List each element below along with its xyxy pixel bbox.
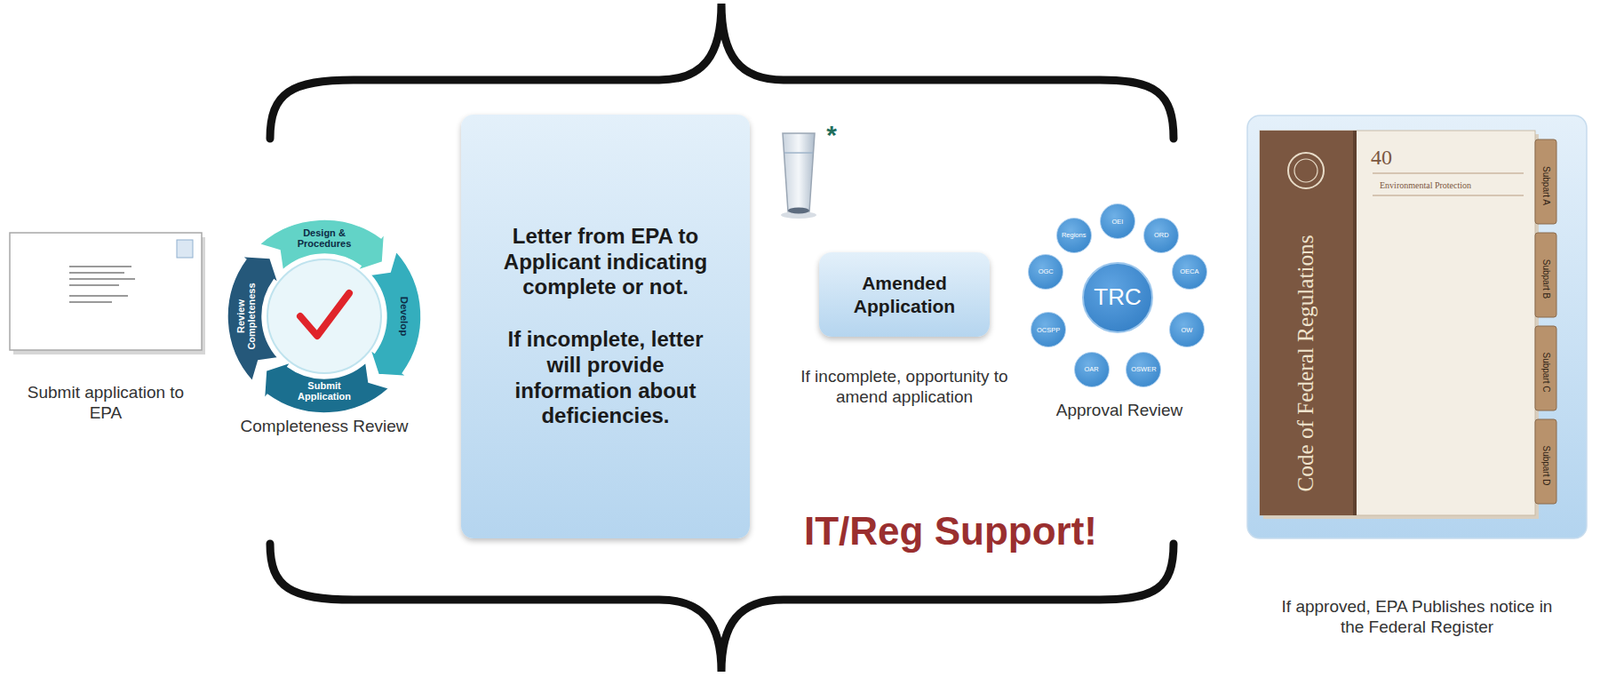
cfr-book — [1259, 130, 1557, 519]
node-text: Design & Procedures — [281, 228, 367, 249]
stamp — [176, 239, 193, 258]
node-text: OEI — [1112, 217, 1124, 226]
office-circle: OAR — [1074, 351, 1110, 388]
cycle-node: Design & ProceduresDevelopSubmit Applica… — [227, 219, 422, 414]
tab-label: Subpart D — [1540, 425, 1552, 506]
node-text: OW — [1180, 326, 1193, 335]
envelope-art — [9, 232, 206, 355]
node-text: OGC — [1038, 267, 1054, 276]
node-text: Code of Federal Regulations — [1292, 216, 1320, 510]
address-lines — [69, 266, 136, 303]
node-text: Amended Application — [827, 271, 981, 317]
cfr-book-node: Code of Federal Regulations 40Environment… — [1259, 130, 1557, 516]
trc-circle: TRCApproval Review — [1082, 262, 1154, 334]
office-circle: Regions — [1056, 217, 1092, 254]
node-text: ORD — [1154, 230, 1170, 239]
node-caption: Environmental Protection — [1379, 180, 1522, 192]
check-mark — [300, 293, 350, 336]
cycle-center — [267, 259, 382, 374]
node-text: OCSPP — [1036, 326, 1060, 335]
node-text: Submit application to EPA — [12, 382, 200, 424]
envelope — [9, 232, 202, 351]
node-text: Regions — [1061, 230, 1087, 239]
node-caption: If incomplete, opportunity to amend appl… — [797, 366, 1011, 408]
node-caption: 40 — [1370, 144, 1433, 171]
office-circle: OEI — [1099, 203, 1136, 239]
node-text: OECA — [1179, 267, 1199, 276]
node-caption: Develop — [397, 276, 410, 357]
letter-box: Letter from EPA to Applicant indicating … — [461, 114, 750, 539]
office-circle: OW — [1169, 311, 1205, 348]
footnote-mark: * — [818, 119, 845, 152]
office-circle: OGC — [1027, 254, 1064, 290]
register-panel-node: If approved, EPA Publishes notice in the… — [1247, 115, 1587, 539]
cycle-icon — [227, 219, 422, 414]
node-caption: Approval Review — [1043, 400, 1195, 422]
amended-box: Amended ApplicationIf incomplete, opport… — [819, 252, 990, 337]
water-glass — [780, 133, 817, 219]
office-circle: OSWER — [1125, 351, 1162, 388]
tab-label: Subpart B — [1540, 238, 1552, 319]
tab-label: Subpart A — [1540, 145, 1552, 226]
node-caption: If incomplete, letter will provide infor… — [494, 326, 717, 430]
node-text: OSWER — [1130, 365, 1156, 374]
envelope-node: Submit application to EPA — [9, 232, 202, 351]
node-text: TRC — [1093, 283, 1141, 311]
office-circle: ORD — [1143, 217, 1179, 254]
node-caption: Review Completeness — [236, 267, 257, 366]
bottom-brace — [270, 543, 1174, 672]
node-caption: Completeness Review — [235, 416, 414, 438]
node-text: If approved, EPA Publishes notice in the… — [1270, 597, 1564, 638]
office-circle: OECA — [1171, 254, 1208, 290]
node-caption: Submit Application — [281, 381, 367, 402]
node-text: OAR — [1083, 365, 1099, 374]
register-panel — [1247, 115, 1587, 539]
office-circle: OCSPP — [1030, 311, 1067, 348]
support-callout: IT/Reg Support! — [803, 508, 1178, 556]
tab-label: Subpart C — [1540, 332, 1552, 413]
node-text: Letter from EPA to Applicant indicating … — [494, 223, 717, 301]
